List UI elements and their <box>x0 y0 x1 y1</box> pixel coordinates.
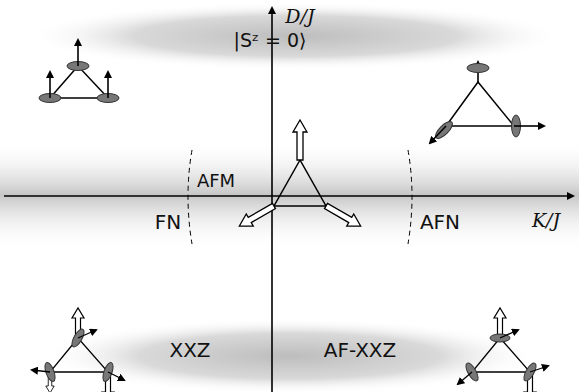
af-xxz-spin-triangle <box>458 308 548 392</box>
xxz-spin-triangle <box>32 308 124 392</box>
phase-label: AF-XXZ <box>324 339 397 361</box>
axis-vertical <box>271 8 273 392</box>
phase-label: XXZ <box>169 339 210 361</box>
phase-label: AFN <box>420 211 460 233</box>
axis-label: K/J <box>532 210 560 231</box>
phase-boundary <box>188 150 192 244</box>
phase-label: AFM <box>197 171 235 191</box>
phase-boundary <box>408 150 412 244</box>
axis-horizontal <box>4 195 573 197</box>
state-label: |Sᶻ = 0⟩ <box>234 30 307 51</box>
band-middle <box>0 140 579 250</box>
axis-label: D/J <box>285 6 314 27</box>
band-bottom <box>40 318 540 392</box>
phase-label: FN <box>155 211 181 233</box>
afm-spin-triangle <box>236 120 364 232</box>
afn-spin-triangle <box>430 62 544 143</box>
band-top <box>25 2 565 70</box>
fn-spin-triangle <box>39 40 119 103</box>
